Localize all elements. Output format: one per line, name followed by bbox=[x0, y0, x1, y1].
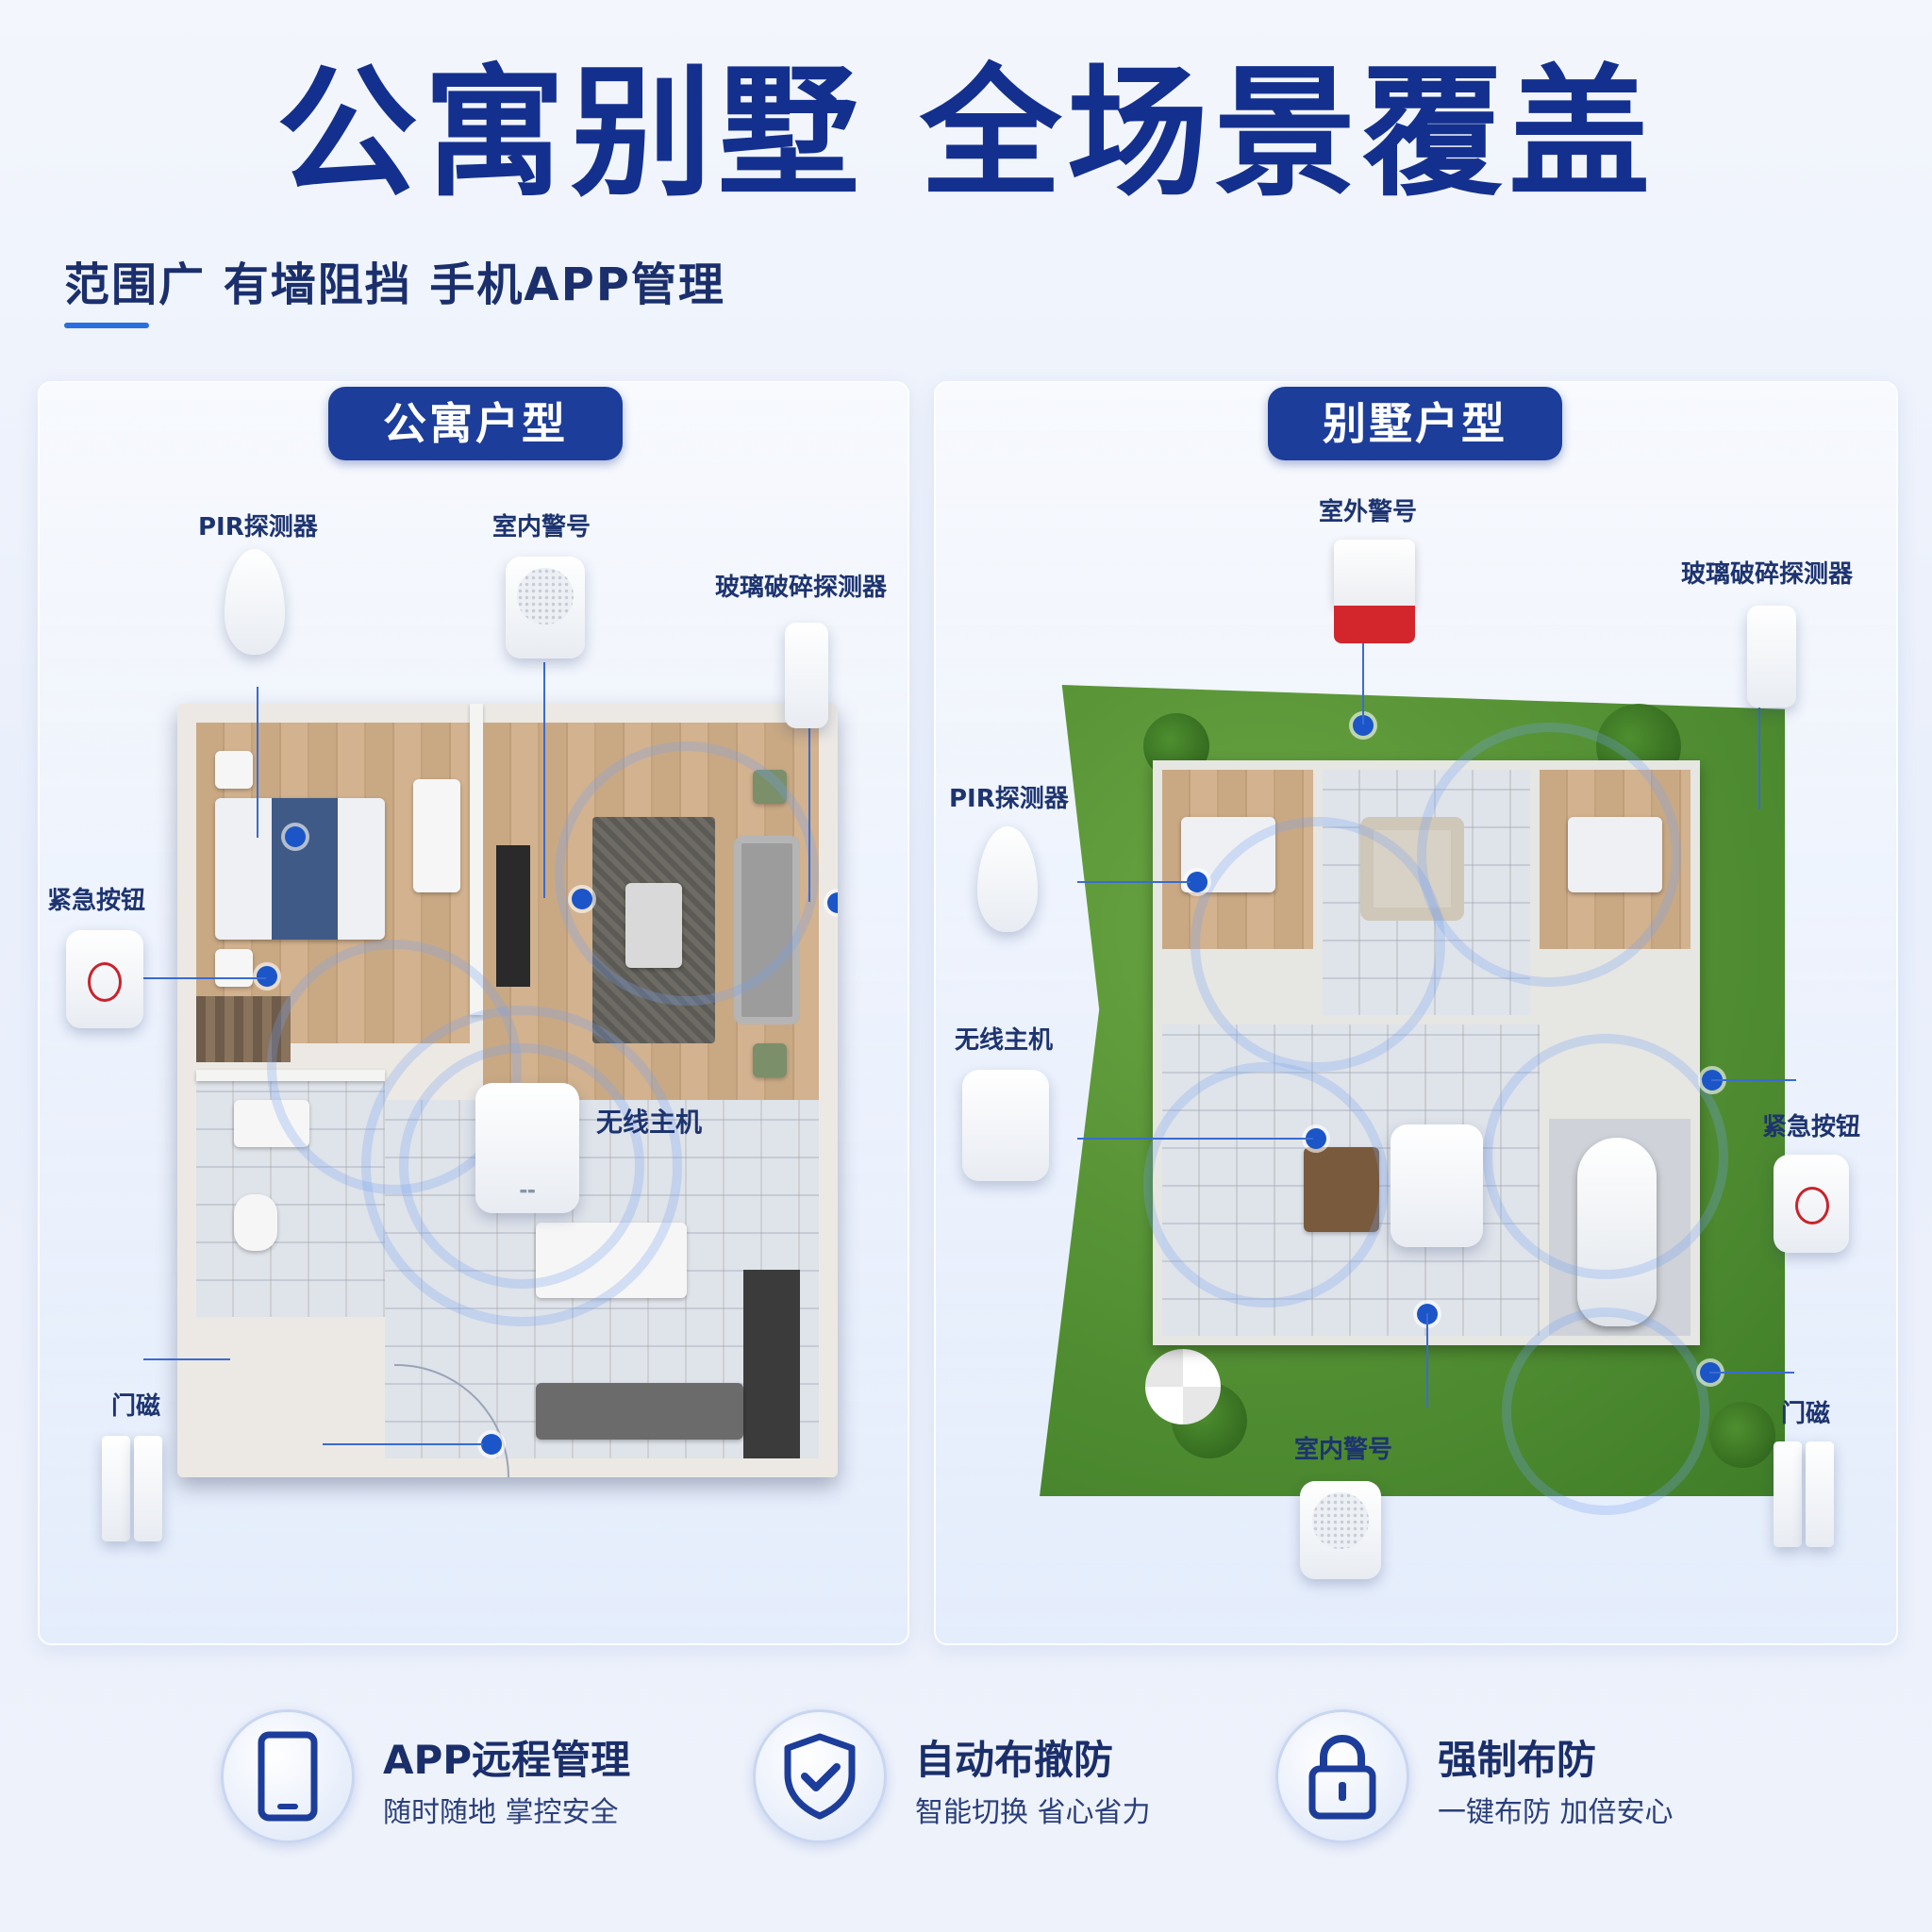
feature-subtitle: 智能切换 省心省力 bbox=[915, 1796, 1151, 1829]
villa-pir-dot bbox=[1187, 872, 1208, 892]
feature-app: APP远程管理 随时随地 掌控安全 bbox=[221, 1709, 711, 1843]
villa-hub bbox=[1391, 1124, 1483, 1247]
outdoor-siren-body bbox=[1334, 540, 1415, 606]
page-title: 公寓别墅 全场景覆盖 bbox=[275, 52, 1657, 216]
villa-hub-device bbox=[962, 1070, 1049, 1181]
villa-pir-detector bbox=[977, 826, 1038, 932]
nightstand bbox=[215, 751, 253, 789]
pir-connector bbox=[257, 687, 258, 838]
feature-title: APP远程管理 bbox=[383, 1737, 631, 1783]
villa-hub-label: 无线主机 bbox=[955, 1026, 1054, 1055]
villa-door-contact-magnet bbox=[1806, 1441, 1834, 1547]
tree bbox=[1709, 1402, 1775, 1468]
villa-hub-dot bbox=[1306, 1128, 1326, 1149]
pir-detector bbox=[225, 549, 285, 655]
signal-wave bbox=[1143, 1062, 1389, 1307]
feature-title: 自动布撤防 bbox=[915, 1737, 1114, 1783]
shield-check-icon bbox=[753, 1709, 887, 1843]
tv-cabinet bbox=[496, 845, 530, 987]
apartment-tag: 公寓户型 bbox=[328, 387, 623, 460]
villa-glass-break-detector bbox=[1747, 606, 1796, 708]
signal-wave bbox=[1502, 1307, 1709, 1515]
villa-panic-button bbox=[1774, 1155, 1849, 1253]
hub-logo-mark: ▬▬ bbox=[519, 1187, 536, 1196]
apartment-hub-label: 无线主机 bbox=[596, 1107, 703, 1138]
apartment-glass-label: 玻璃破碎探测器 bbox=[715, 574, 888, 602]
apartment-indoor-siren-label: 室内警号 bbox=[492, 513, 591, 541]
villa-pir-connector bbox=[1077, 881, 1191, 883]
door-connector bbox=[323, 1443, 483, 1445]
pir-dot bbox=[285, 826, 306, 847]
interior-wall bbox=[470, 704, 483, 1015]
kitchen-counter bbox=[743, 1270, 800, 1458]
outdoor-siren-connector bbox=[1362, 640, 1364, 724]
signal-wave bbox=[267, 940, 522, 1194]
signal-wave bbox=[1417, 723, 1681, 987]
villa-glass-label: 玻璃破碎探测器 bbox=[1681, 560, 1854, 589]
villa-panic-label: 紧急按钮 bbox=[1762, 1113, 1861, 1141]
page-subtitle: 范围广 有墙阻挡 手机APP管理 bbox=[64, 258, 725, 311]
kitchen-counter-bottom bbox=[536, 1383, 743, 1440]
door-dot bbox=[481, 1434, 502, 1455]
toilet bbox=[234, 1194, 277, 1251]
apartment-panic-label: 紧急按钮 bbox=[47, 887, 146, 915]
smartphone-icon bbox=[221, 1709, 355, 1843]
subtitle-underline bbox=[64, 323, 149, 328]
patio-umbrella bbox=[1145, 1349, 1221, 1424]
apartment-floorplan: ▬▬ 无线主机 bbox=[177, 704, 838, 1477]
villa-door-contact-sensor bbox=[1774, 1441, 1802, 1547]
villa-door-connector bbox=[1709, 1372, 1794, 1374]
villa-hub-connector bbox=[1077, 1138, 1313, 1140]
bed-blanket bbox=[272, 798, 338, 940]
panic-button bbox=[66, 930, 143, 1028]
indoor-siren bbox=[506, 557, 585, 658]
villa-indoor-siren bbox=[1300, 1481, 1381, 1579]
siren-grill bbox=[517, 568, 574, 625]
armchair bbox=[413, 779, 460, 892]
door-contact-sensor bbox=[102, 1436, 130, 1541]
glass-break-detector bbox=[785, 623, 828, 728]
villa-siren-grill bbox=[1312, 1492, 1369, 1549]
panic-connector bbox=[143, 977, 266, 979]
villa-pir-label: PIR探测器 bbox=[949, 785, 1069, 813]
glass-connector bbox=[1758, 706, 1760, 809]
door-contact-magnet bbox=[134, 1436, 162, 1541]
villa-tag: 别墅户型 bbox=[1268, 387, 1562, 460]
feature-subtitle: 一键布防 加倍安心 bbox=[1438, 1796, 1674, 1829]
feature-force-arm: 强制布防 一键布防 加倍安心 bbox=[1275, 1709, 1766, 1843]
siren-connector bbox=[543, 662, 545, 898]
apartment-hub: ▬▬ bbox=[475, 1083, 579, 1213]
villa-indoor-siren-label: 室内警号 bbox=[1294, 1436, 1393, 1464]
apartment-pir-label: PIR探测器 bbox=[198, 513, 318, 541]
panic-dot bbox=[257, 966, 277, 987]
glass-connector bbox=[808, 723, 810, 902]
signal-wave bbox=[555, 741, 819, 1006]
apartment-door-label: 门磁 bbox=[111, 1392, 161, 1421]
villa-outdoor-siren-label: 室外警号 bbox=[1319, 498, 1418, 526]
door-connector-left bbox=[143, 1358, 230, 1360]
glass-dot bbox=[827, 892, 838, 913]
villa-panic-connector bbox=[1711, 1079, 1796, 1081]
villa-panel: 别墅户型 室外警号 玻璃破碎探测器 PIR探测器 无线 bbox=[934, 381, 1898, 1645]
feature-subtitle: 随时随地 掌控安全 bbox=[383, 1796, 619, 1829]
signal-wave bbox=[1191, 817, 1445, 1072]
signal-wave bbox=[1483, 1034, 1728, 1279]
outdoor-siren-strobe bbox=[1334, 606, 1415, 643]
panic-button-ring bbox=[88, 962, 122, 1002]
apartment-panel: 公寓户型 bbox=[38, 381, 909, 1645]
villa-siren-connector bbox=[1426, 1313, 1428, 1407]
padlock-icon bbox=[1275, 1709, 1409, 1843]
feature-auto-arm: 自动布撤防 智能切换 省心省力 bbox=[753, 1709, 1243, 1843]
siren-dot bbox=[572, 889, 592, 909]
outdoor-siren-dot bbox=[1353, 715, 1374, 736]
villa-door-label: 门磁 bbox=[1781, 1400, 1831, 1428]
nightstand bbox=[215, 949, 253, 987]
villa-panic-ring bbox=[1795, 1187, 1829, 1224]
plant bbox=[753, 1043, 787, 1077]
feature-title: 强制布防 bbox=[1438, 1737, 1597, 1783]
